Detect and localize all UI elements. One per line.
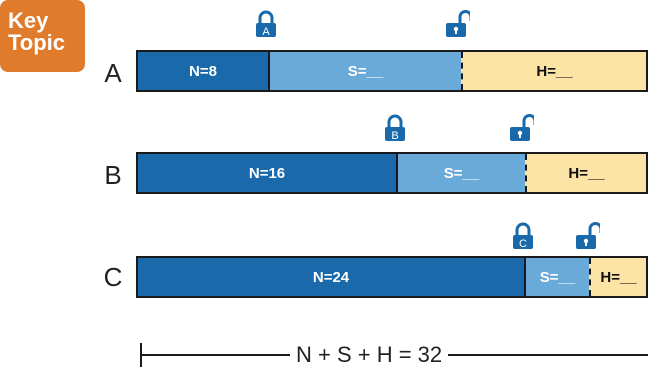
badge-line-2: Topic	[8, 30, 66, 55]
host-part-a: H=__	[461, 52, 646, 90]
open-lock-icon	[576, 222, 600, 249]
address-bar-a: N=8 S=__ H=__	[136, 50, 648, 92]
lock-letter-a: A	[262, 26, 270, 38]
row-label-b: B	[104, 160, 122, 190]
subnet-part-c: S=__	[524, 258, 589, 296]
open-lock-icon	[510, 114, 534, 141]
closed-lock-icon: A	[256, 10, 276, 38]
total-bits-formula: N + S + H = 32	[290, 342, 449, 368]
network-part-a: N=8	[138, 52, 268, 90]
lock-letter-b: B	[391, 130, 398, 142]
address-bar-c: N=24 S=__ H=__	[136, 256, 648, 298]
key-topic-badge: Key Topic	[0, 0, 85, 72]
host-part-c: H=__	[589, 258, 646, 296]
total-bits-tick	[140, 343, 142, 367]
subnet-part-b: S=__	[396, 154, 525, 192]
subnet-part-a: S=__	[268, 52, 461, 90]
address-bar-b: N=16 S=__ H=__	[136, 152, 648, 194]
network-part-c: N=24	[138, 258, 524, 296]
open-lock-icon	[446, 10, 470, 37]
closed-lock-icon: C	[513, 222, 533, 250]
badge-line-1: Key	[8, 8, 49, 33]
total-bits-indicator: N + S + H = 32	[140, 340, 648, 370]
lock-letter-c: C	[519, 238, 527, 250]
network-part-b: N=16	[138, 154, 396, 192]
row-label-c: C	[103, 262, 123, 292]
row-label-a: A	[104, 58, 122, 88]
host-part-b: H=__	[525, 154, 646, 192]
closed-lock-icon: B	[385, 114, 405, 142]
